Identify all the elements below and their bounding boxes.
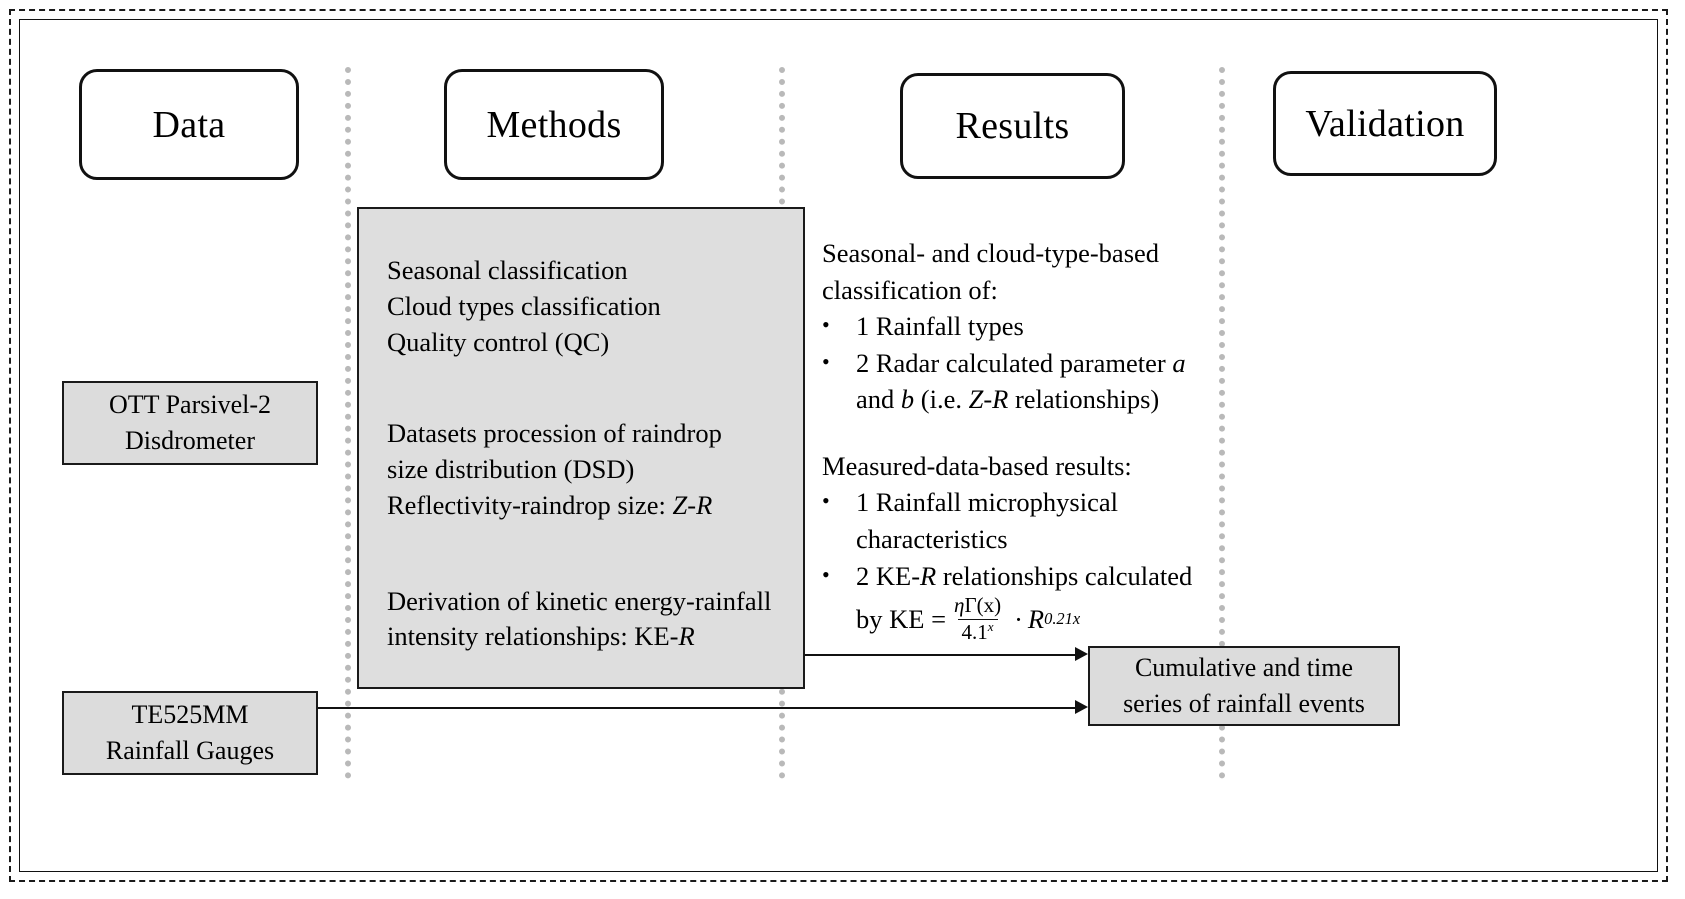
ke-formula-operator: ·	[1014, 603, 1023, 634]
ke-formula-factor-base: R	[1027, 603, 1045, 634]
results-heading-line1: Seasonal- and cloud-type-based	[822, 238, 1160, 268]
results-bullet-radar-parameter-text: 2 Radar calculated parameter a	[856, 345, 1212, 382]
bullet-dot-icon: •	[822, 488, 830, 514]
results-bullet-radar-parameter-cont: and b (i.e. Z-R relationships)	[822, 381, 1212, 418]
methods-line-intensity-relationships: intensity relationships: KE-R	[387, 619, 803, 655]
methods-line-cloud-types-classification: Cloud types classification	[387, 290, 661, 321]
column-separator-results-validation	[1219, 67, 1225, 779]
column-separator-data-methods	[345, 67, 351, 779]
data-box-disdrometer-line2: Disdrometer	[125, 426, 255, 455]
results-bullet-rainfall-types: • 1 Rainfall types	[822, 308, 1212, 345]
ke-formula-den-base: 4.1	[961, 619, 988, 644]
validation-box-line1: Cumulative and time	[1134, 653, 1354, 683]
validation-box-line2: series of rainfall events	[1123, 689, 1365, 718]
results-bullet-radar-prefix: 2 Radar calculated parameter	[856, 347, 1173, 378]
methods-line-quality-control: Quality control (QC)	[387, 326, 610, 357]
results-heading-line2: classification of:	[822, 274, 998, 305]
outer-dashed-border	[9, 9, 1668, 882]
ke-formula-factor-exp: 0.21x	[1044, 609, 1081, 629]
methods-line-datasets-procession: Datasets procession of raindrop	[387, 418, 722, 449]
arrow-methods-to-validation	[805, 654, 1075, 656]
results-section-gap	[822, 418, 1212, 448]
results-measured-heading: Measured-data-based results:	[822, 450, 1132, 481]
inner-solid-border	[19, 19, 1658, 872]
data-box-disdrometer-line1: OTT Parsivel-2	[109, 390, 271, 420]
ke-formula-den-exp: x	[987, 618, 994, 634]
validation-box-cumulative-series[interactable]: Cumulative and time series of rainfall e…	[1088, 646, 1400, 726]
data-box-disdrometer[interactable]: OTT Parsivel-2 Disdrometer	[62, 381, 318, 465]
results-cont-mid: (i.e.	[914, 384, 969, 415]
methods-math-zr: Z-R	[672, 489, 713, 520]
methods-line-reflectivity-zr: Reflectivity-raindrop size: Z-R	[387, 488, 803, 524]
arrow-head-gauges-to-validation-icon	[1075, 700, 1088, 714]
column-header-results[interactable]: Results	[900, 73, 1125, 179]
results-content: Seasonal- and cloud-type-based classific…	[822, 235, 1212, 644]
arrow-head-methods-to-validation-icon	[1075, 647, 1088, 661]
results-math-b: b	[900, 384, 915, 415]
results-bullet-microphysical-text: 1 Rainfall microphysical	[856, 487, 1118, 518]
column-header-data[interactable]: Data	[79, 69, 299, 180]
bullet-dot-icon: •	[822, 348, 830, 374]
column-header-data-label: Data	[152, 103, 226, 146]
ke-formula-fraction: ηΓ(x)4.1x	[950, 593, 1005, 645]
column-header-validation[interactable]: Validation	[1273, 71, 1497, 176]
results-bullet-rainfall-types-text: 1 Rainfall types	[856, 311, 1024, 342]
results-bullet-radar-parameter: • 2 Radar calculated parameter a	[822, 345, 1212, 382]
ke-formula-denominator: 4.1x	[957, 618, 998, 645]
methods-panel[interactable]: Seasonal classification Cloud types clas…	[357, 207, 805, 689]
bullet-dot-icon: •	[822, 561, 830, 587]
arrow-gauges-to-validation	[318, 707, 1075, 709]
methods-group-kinetic-energy: Derivation of kinetic energy-rainfall in…	[387, 584, 803, 656]
methods-line-seasonal-classification: Seasonal classification	[387, 255, 628, 285]
results-bullet-ke-r: • 2 KE-R relationships calculated	[822, 558, 1212, 595]
results-math-a: a	[1172, 347, 1186, 378]
ke-formula-eta: η	[954, 593, 965, 618]
methods-group-dsd: Datasets procession of raindrop size dis…	[387, 416, 803, 523]
results-ke-suffix: relationships calculated	[936, 560, 1193, 591]
data-box-rain-gauges-line2: Rainfall Gauges	[105, 736, 275, 765]
methods-spacer-1	[387, 360, 803, 416]
results-cont-suffix: relationships)	[1008, 384, 1160, 415]
column-header-methods[interactable]: Methods	[444, 69, 664, 180]
results-bullet-microphysical: • 1 Rainfall microphysical	[822, 484, 1212, 521]
methods-line-intensity-prefix: intensity relationships: KE-	[387, 621, 679, 652]
methods-line-size-distribution: size distribution (DSD)	[387, 454, 635, 485]
ke-formula-numerator: ηΓ(x)	[950, 593, 1005, 619]
methods-math-r: R	[678, 621, 695, 652]
results-cont-prefix: and	[856, 384, 901, 415]
column-header-validation-label: Validation	[1305, 102, 1465, 145]
methods-spacer-2	[387, 524, 803, 584]
bullet-dot-icon: •	[822, 312, 830, 338]
ke-formula-lead: by KE =	[856, 603, 947, 634]
methods-line-derivation-kinetic-energy: Derivation of kinetic energy-rainfall	[387, 585, 772, 616]
results-math-zr: Z-R	[968, 384, 1009, 415]
column-header-methods-label: Methods	[486, 103, 622, 146]
results-bullet-microphysical-cont: characteristics	[856, 523, 1008, 554]
results-math-r-ke: R	[920, 560, 937, 591]
column-header-results-label: Results	[955, 105, 1070, 147]
results-bullet-ke-r-text: 2 KE-R relationships calculated	[856, 558, 1212, 595]
data-box-rain-gauges[interactable]: TE525MM Rainfall Gauges	[62, 691, 318, 775]
methods-line-reflectivity-zr-prefix: Reflectivity-raindrop size:	[387, 489, 673, 520]
data-box-rain-gauges-line1: TE525MM	[131, 700, 249, 730]
ke-formula-gamma: Γ(x)	[964, 593, 1002, 618]
methods-group-classification: Seasonal classification Cloud types clas…	[387, 253, 803, 360]
results-ke-prefix: 2 KE-	[856, 560, 921, 591]
